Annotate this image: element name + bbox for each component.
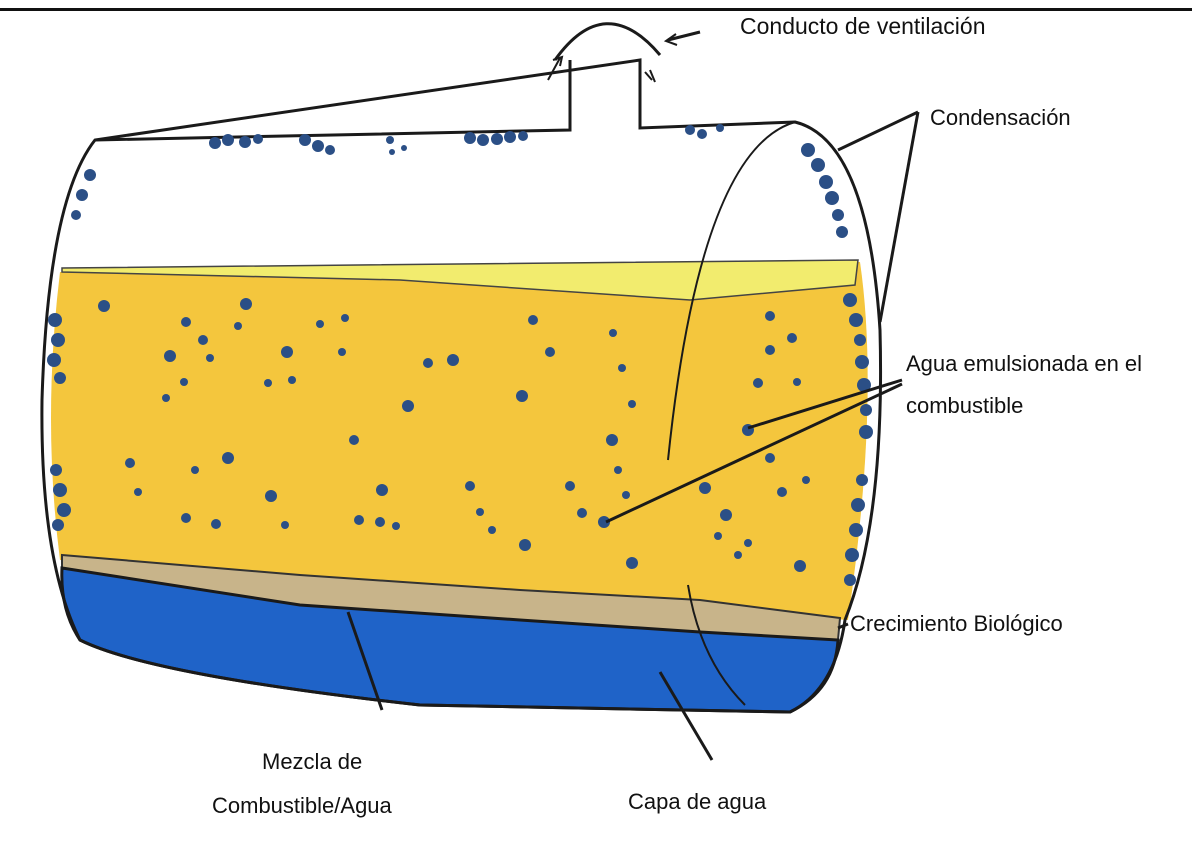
- emulsified-water-label-line1: Agua emulsionada en el: [906, 350, 1142, 378]
- vent-duct-label: Conducto de ventilación: [740, 12, 986, 40]
- condensation-label: Condensación: [930, 104, 1071, 132]
- water-layer-label: Capa de agua: [628, 788, 766, 816]
- condensation-leader-line-1: [838, 112, 918, 150]
- mixture-label-line1: Mezcla de: [262, 748, 362, 776]
- condensation-leader-line-2: [880, 112, 918, 322]
- vent-duct-icon: [555, 24, 660, 60]
- vent-airflow-arrow-left: [548, 57, 562, 80]
- mixture-label-line2: Combustible/Agua: [212, 792, 392, 820]
- tank-air-space: [60, 60, 872, 272]
- emulsified-water-label-line2: combustible: [906, 392, 1023, 420]
- biological-growth-label: Crecimiento Biológico: [850, 610, 1063, 638]
- vent-airflow-arrow-right: [645, 70, 655, 82]
